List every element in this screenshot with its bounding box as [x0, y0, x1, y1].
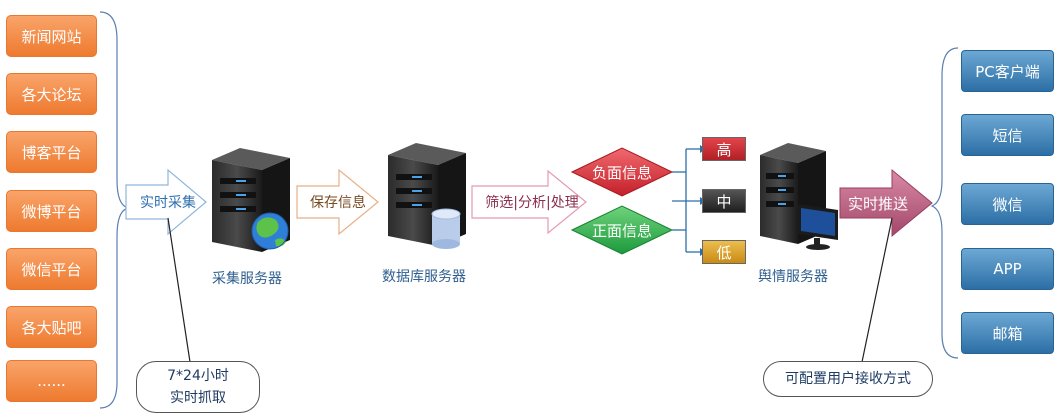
right-brace	[930, 47, 959, 359]
collect-server-caption: 采集服务器	[212, 271, 282, 287]
process-label: 筛选|分析|处理	[485, 195, 579, 211]
target-wechat: 微信	[961, 183, 1054, 225]
left-brace	[99, 11, 131, 409]
push-label: 实时推送	[847, 194, 908, 213]
collect-label: 实时采集	[140, 195, 196, 211]
collect-server-icon	[212, 148, 290, 252]
process-arrow	[471, 169, 587, 235]
collect-note-line2: 实时抓取	[170, 390, 226, 406]
target-app: APP	[961, 248, 1054, 290]
target-email: 邮箱	[961, 312, 1054, 354]
collect-note-line1: 7*24小时	[167, 368, 229, 384]
push-note-text: 可配置用户接收方式	[785, 371, 911, 387]
collect-note-callout: 7*24小时 实时抓取	[136, 361, 260, 413]
source-news-sites: 新闻网站	[6, 15, 97, 57]
save-label: 保存信息	[310, 195, 366, 211]
positive-info-label: 正面信息	[591, 221, 652, 240]
level-low: 低	[702, 240, 746, 264]
target-pc-client: PC客户端	[961, 50, 1054, 92]
database-server-icon	[388, 143, 466, 249]
source-forums: 各大论坛	[6, 73, 97, 115]
collect-arrow	[125, 168, 207, 236]
source-more: ......	[6, 360, 97, 402]
push-note-callout: 可配置用户接收方式	[763, 361, 933, 397]
source-blogs: 博客平台	[6, 131, 97, 173]
source-tieba: 各大贴吧	[6, 306, 97, 348]
level-high: 高	[702, 137, 746, 161]
negative-diamond	[570, 147, 674, 197]
source-weibo: 微博平台	[6, 190, 97, 232]
source-wechat: 微信平台	[6, 248, 97, 290]
target-sms: 短信	[961, 114, 1054, 156]
push-arrow	[839, 168, 933, 238]
save-arrow	[296, 168, 379, 236]
level-mid: 中	[702, 189, 746, 213]
positive-diamond	[570, 205, 674, 255]
opinion-server-caption: 舆情服务器	[758, 269, 828, 285]
negative-info-label: 负面信息	[591, 163, 652, 182]
opinion-server-icon	[760, 143, 838, 250]
database-server-caption: 数据库服务器	[382, 269, 466, 285]
